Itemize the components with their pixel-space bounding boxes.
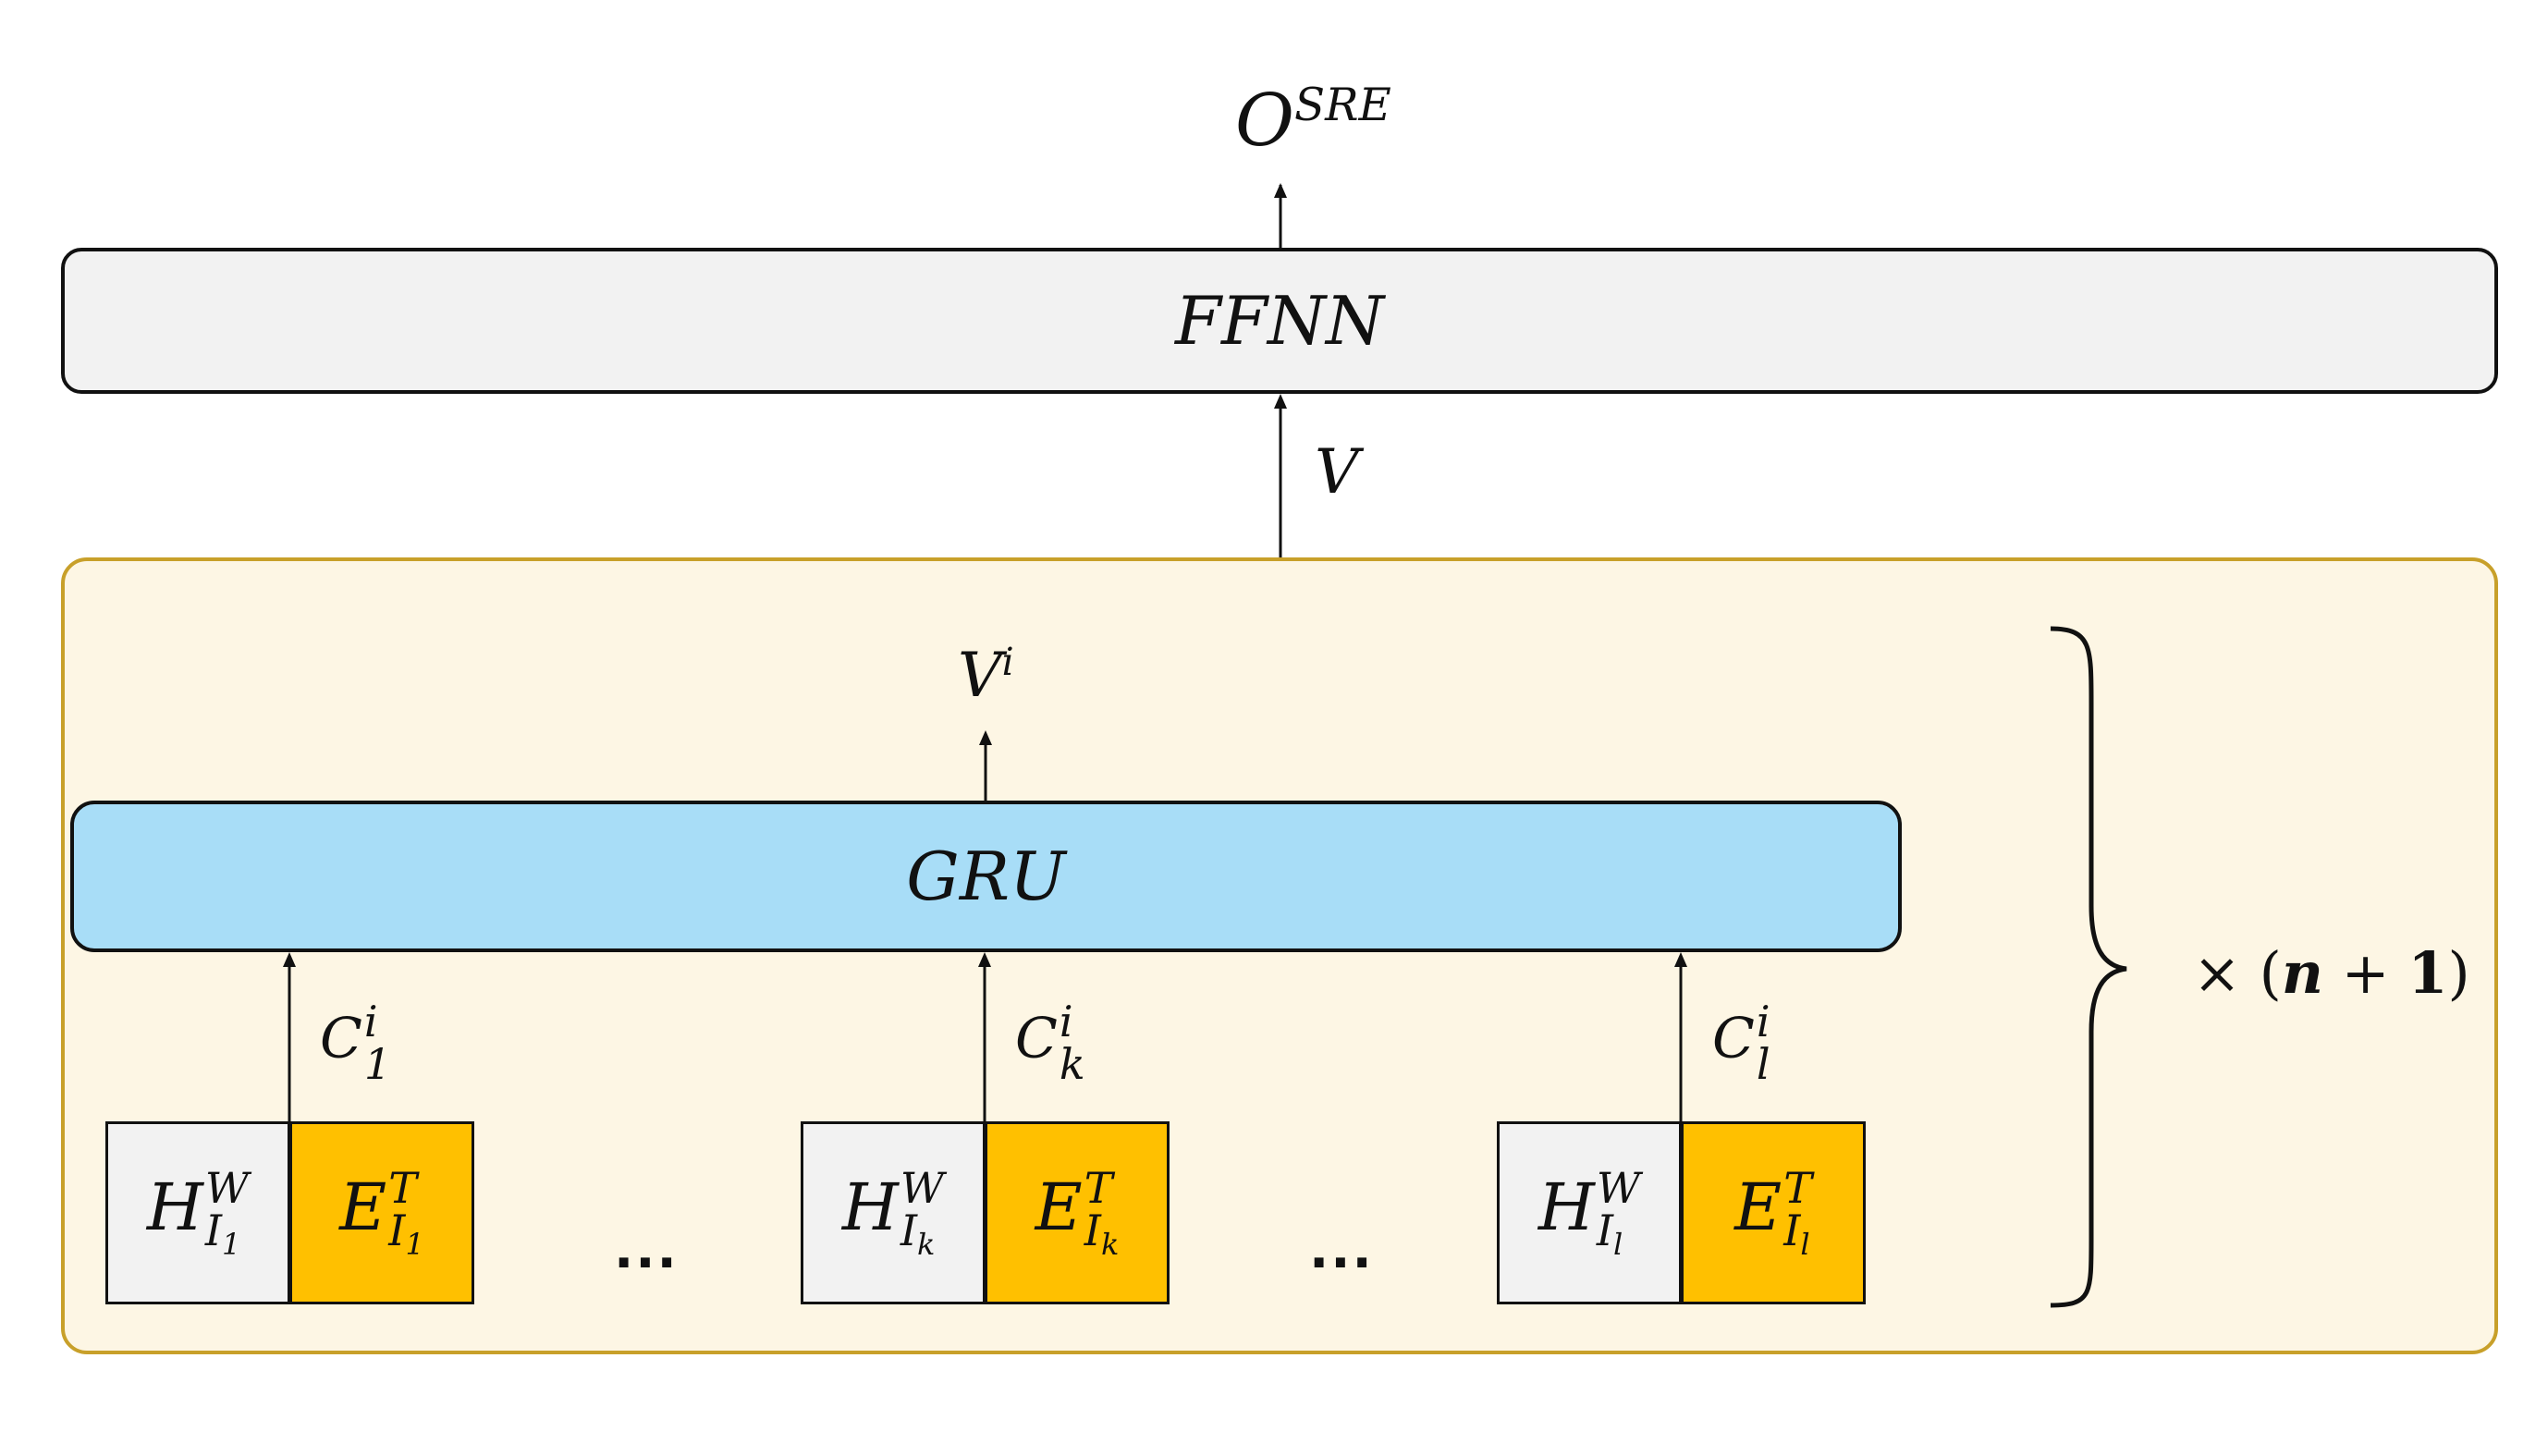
repeat-label: × (n + 1) <box>2193 939 2470 1007</box>
output-label: OSRE <box>1235 80 1391 163</box>
arrow-head-output <box>1274 183 1287 198</box>
arrow-head-token-l <box>1674 952 1687 967</box>
vi-label: Vi <box>958 640 1014 711</box>
arrow-head-vi <box>979 730 992 745</box>
ellipsis-1: ... <box>614 1220 679 1280</box>
arrow-head-token-1 <box>283 952 296 967</box>
ffnn-box: FFNN <box>61 248 2498 394</box>
v-label: V <box>1315 436 1359 508</box>
gru-label: GRU <box>906 838 1066 915</box>
ffnn-label: FFNN <box>1175 282 1384 360</box>
gru-box: GRU <box>70 801 1902 952</box>
ellipsis-2: ... <box>1309 1220 1374 1280</box>
arrow-head-ffnn <box>1274 394 1287 409</box>
repeat-brace <box>2050 626 2127 1308</box>
arrow-head-token-k <box>978 952 991 967</box>
